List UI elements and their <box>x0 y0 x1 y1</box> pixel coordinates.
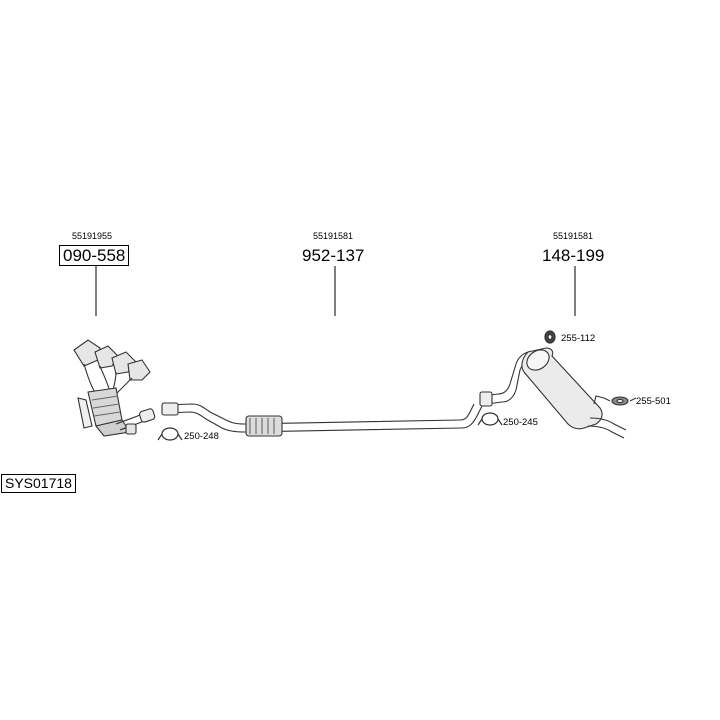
manifold-catalytic-converter-drawing[interactable] <box>73 339 156 437</box>
oem-number-catalyst: 55191955 <box>72 231 113 241</box>
part-number-front-pipe[interactable]: 952-137 <box>302 246 365 265</box>
part-number-rear-silencer[interactable]: 148-199 <box>542 246 605 265</box>
oem-number-front-pipe: 55191581 <box>313 231 354 241</box>
clamp-icon[interactable] <box>157 427 183 441</box>
accessory-label-250-248[interactable]: 250-248 <box>184 431 219 442</box>
part-number-catalyst[interactable]: 090-558 <box>59 245 130 266</box>
rubber-ring-icon[interactable] <box>544 330 556 344</box>
accessory-label-250-245[interactable]: 250-245 <box>503 417 538 428</box>
clamp-icon[interactable] <box>477 412 503 426</box>
rear-silencer-drawing[interactable] <box>479 346 627 439</box>
system-code-badge: SYS01718 <box>1 474 76 493</box>
accessory-label-255-112[interactable]: 255-112 <box>561 333 596 344</box>
oem-number-rear-silencer: 55191581 <box>553 231 594 241</box>
front-pipe-drawing[interactable] <box>161 402 483 437</box>
accessory-label-255-501[interactable]: 255-501 <box>636 396 671 407</box>
rubber-mount-icon[interactable] <box>603 396 637 406</box>
